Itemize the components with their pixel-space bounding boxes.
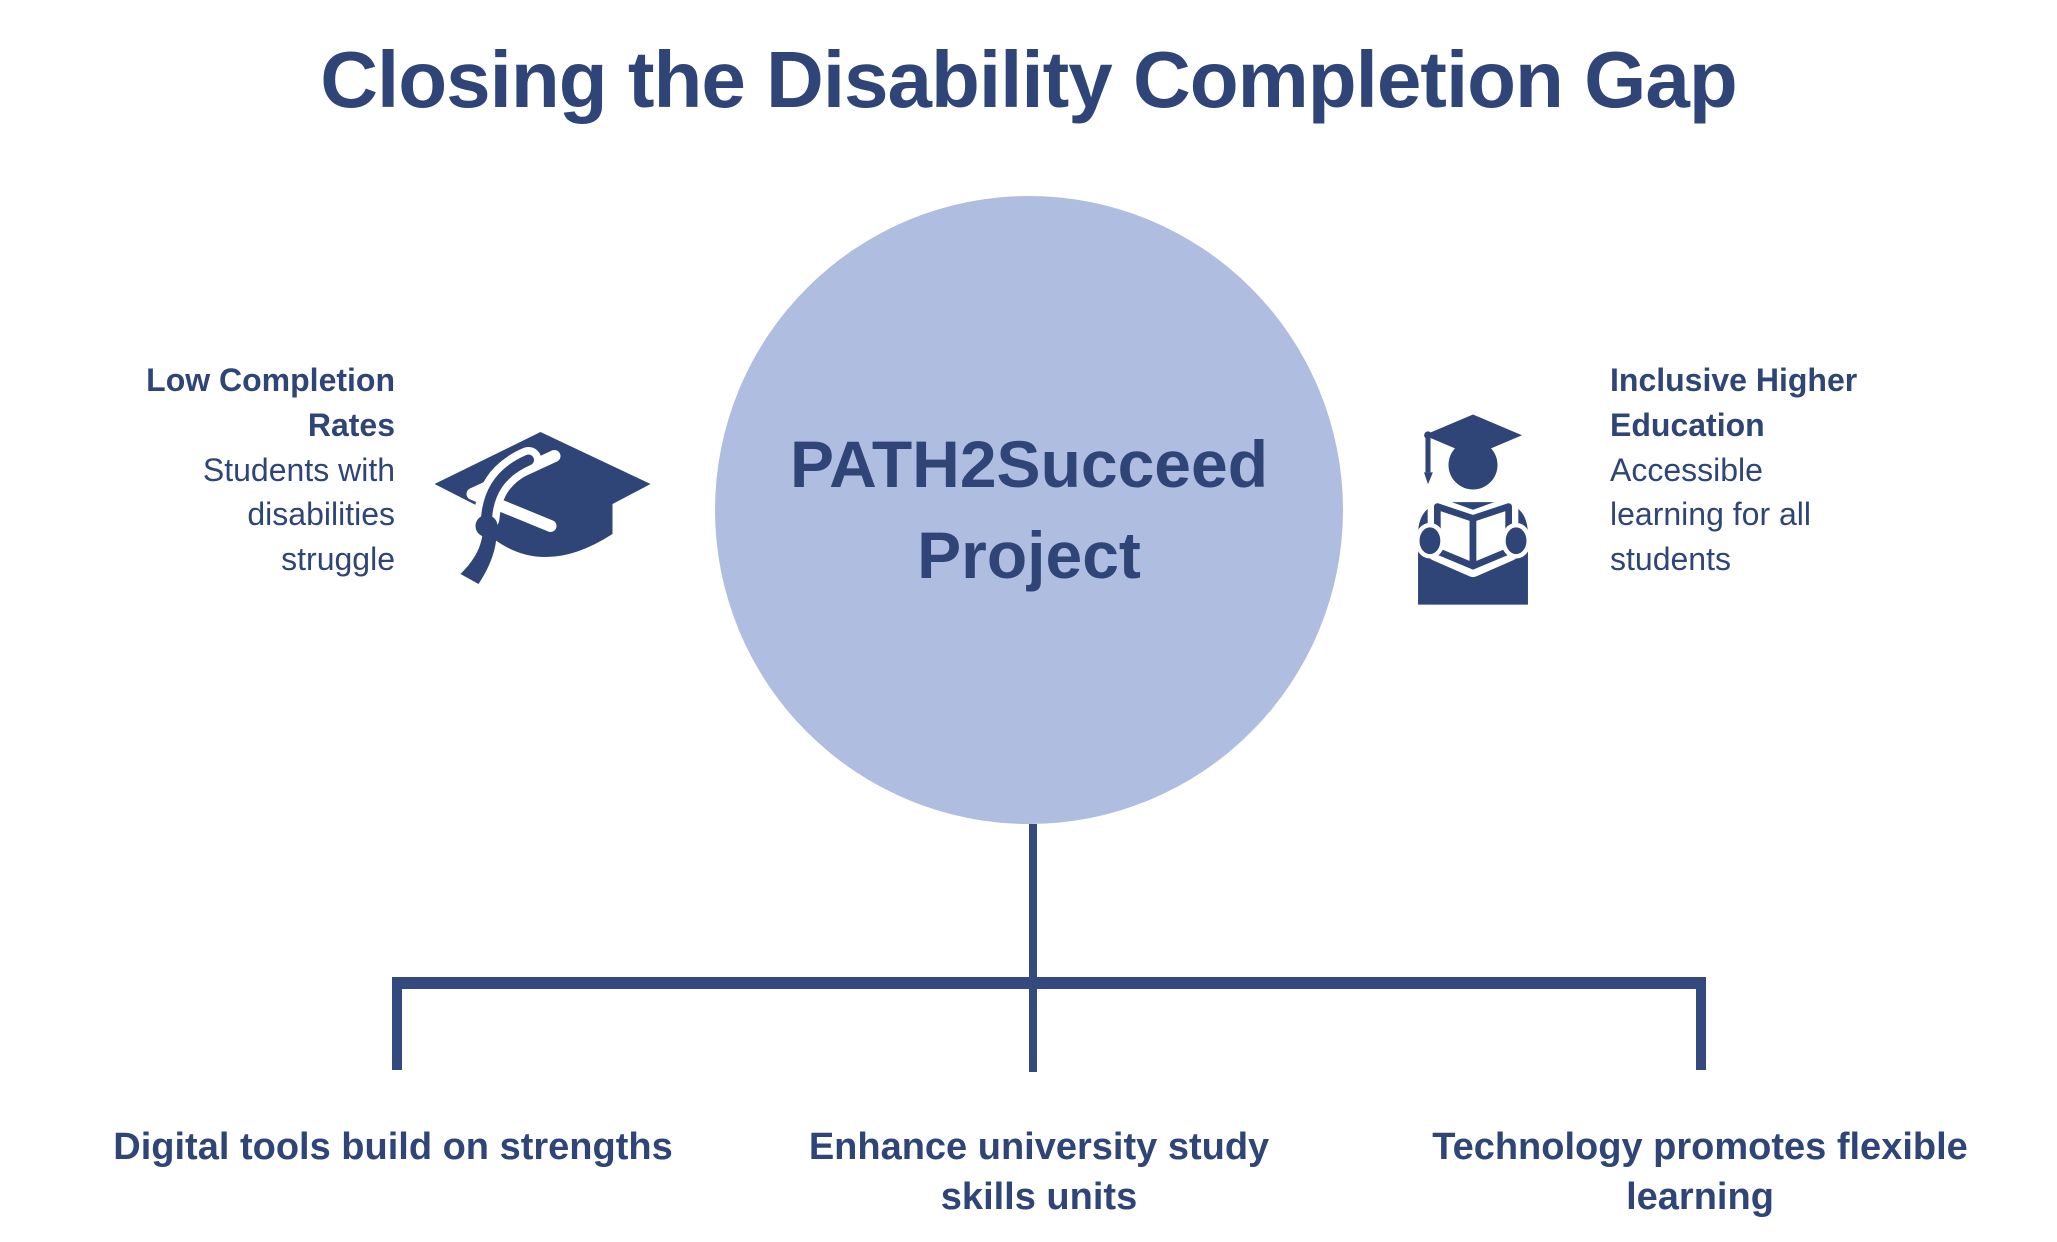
connector-center-vertical [1029, 824, 1037, 1072]
left-cause-block: Low Completion Rates Students with disab… [135, 358, 395, 582]
right-benefit-block: Inclusive Higher Education Accessible le… [1610, 358, 1860, 582]
page-title: Closing the Disability Completion Gap [320, 35, 1737, 124]
central-node: PATH2Succeed Project [715, 196, 1343, 824]
central-node-label: PATH2Succeed Project [789, 426, 1269, 592]
right-benefit-heading: Inclusive Higher Education [1610, 362, 1858, 443]
connector-right-drop [1696, 977, 1706, 1070]
connector-horizontal-bar [392, 977, 1706, 989]
connector-left-drop [392, 977, 402, 1070]
graduate-reading-icon [1398, 410, 1548, 615]
left-cause-heading: Low Completion Rates [146, 362, 395, 443]
right-benefit-description: Accessible learning for all students [1610, 451, 1811, 578]
outcome-study-skills: Enhance university study skills units [808, 1126, 1270, 1219]
outcome-digital-tools: Digital tools build on strengths [113, 1126, 673, 1168]
outcome-flexible-learning: Technology promotes flexible learning [1432, 1126, 1968, 1219]
graduation-cap-icon [418, 418, 663, 618]
left-cause-description: Students with disabilities struggle [202, 451, 395, 578]
